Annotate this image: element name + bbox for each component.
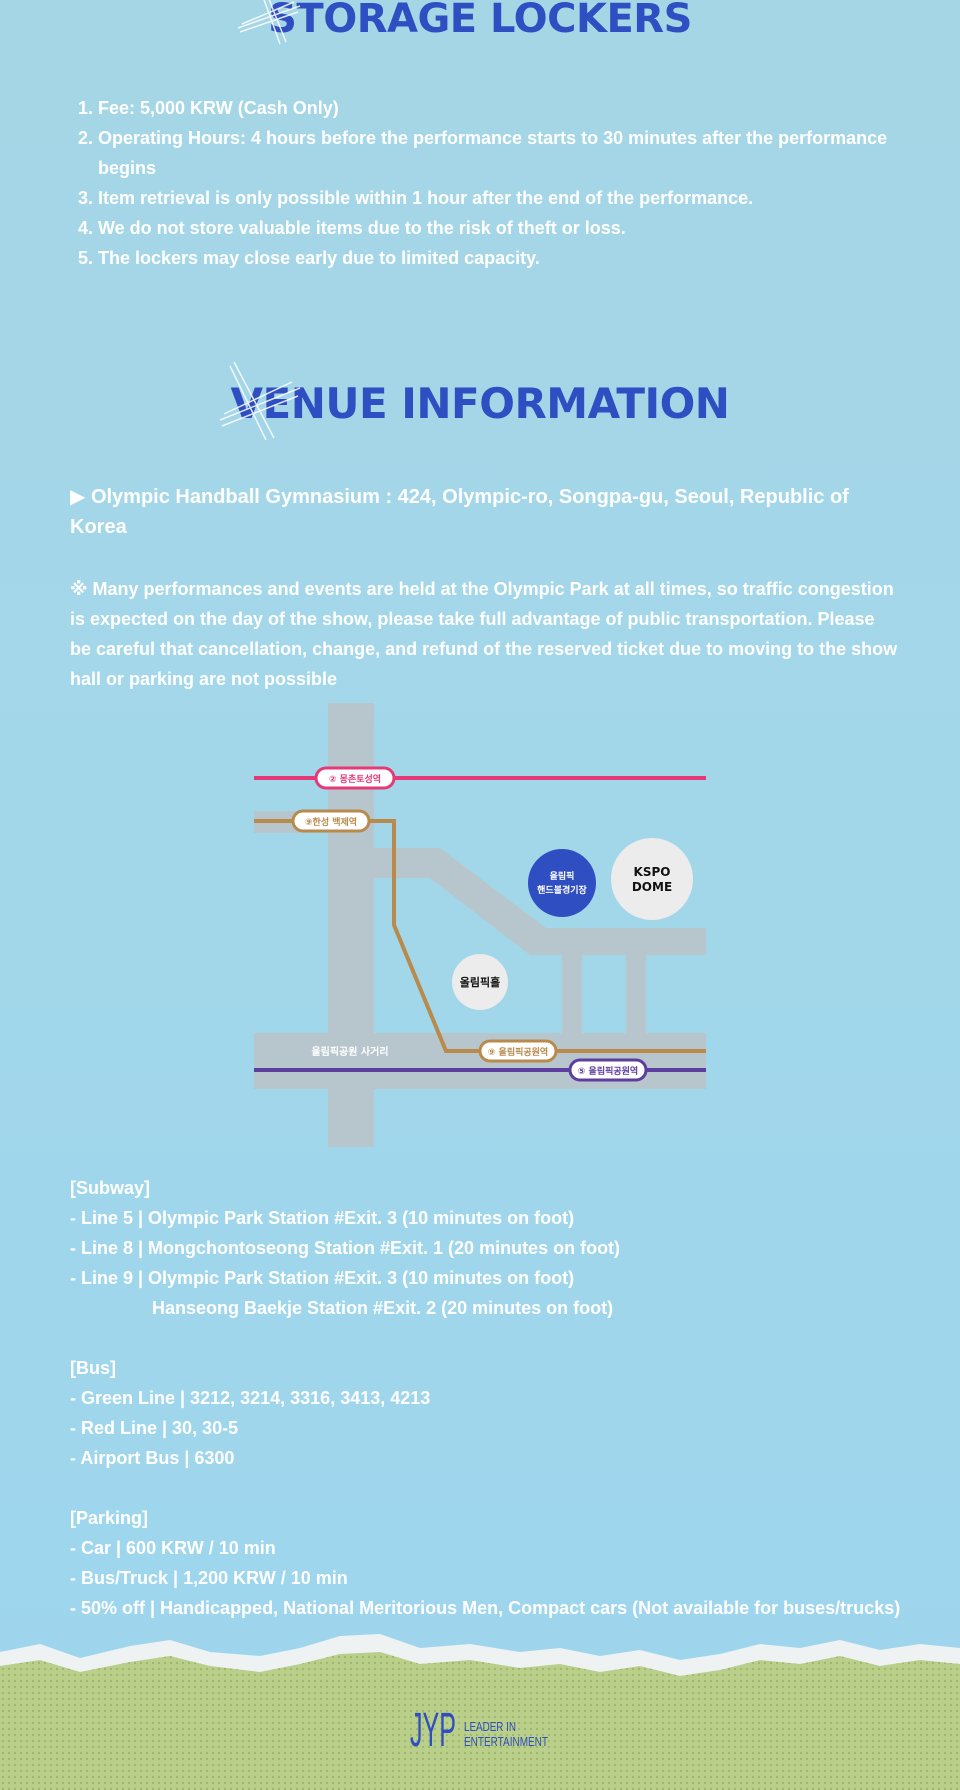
storage-rule: We do not store valuable items due to th… <box>98 213 918 243</box>
bus-section: [Bus] - Green Line | 3212, 3214, 3316, 3… <box>70 1353 930 1473</box>
subway-item: - Line 9 | Olympic Park Station #Exit. 3… <box>70 1268 575 1288</box>
station-label-hanseong: ⑨한성 백제역 <box>305 816 357 828</box>
subway-item-continuation: Hanseong Baekje Station #Exit. 2 (20 min… <box>152 1298 614 1318</box>
handball-label-2: 핸드볼경기장 <box>537 884 587 896</box>
kspo-label-1: KSPO <box>634 865 671 879</box>
venue-address: ▶ Olympic Handball Gymnasium : 424, Olym… <box>70 486 849 538</box>
station-label-olympic5: ⑤ 올림픽공원역 <box>578 1065 638 1077</box>
road-stub-1 <box>562 953 582 1037</box>
sparkle-icon <box>219 361 301 441</box>
storage-rules-list: Fee: 5,000 KRW (Cash Only) Operating Hou… <box>70 93 918 273</box>
station-badge-hanseong <box>291 809 371 833</box>
bus-heading: [Bus] <box>70 1358 116 1378</box>
road-diagonal <box>370 848 706 955</box>
venue-map: ② 몽촌토성역 ⑨한성 백제역 ⑨ 올림픽공원역 ⑤ 올림픽공원역 올림픽공원 … <box>254 703 706 1147</box>
subway-item: - Line 8 | Mongchontoseong Station #Exit… <box>70 1238 621 1258</box>
venue-information-title-text: VENUE INFORMATION <box>230 379 730 428</box>
road-stub-2 <box>626 953 646 1037</box>
handball-label-1: 올림픽 <box>550 870 575 882</box>
traffic-notice: ※ Many performances and events are held … <box>70 579 898 689</box>
bus-item: - Green Line | 3212, 3214, 3316, 3413, 4… <box>70 1388 431 1408</box>
venue-information-title: VENUE INFORMATION <box>0 361 960 441</box>
parking-item: - Car | 600 KRW / 10 min <box>70 1538 276 1558</box>
station-badge-line2 <box>314 766 396 790</box>
bus-item: - Red Line | 30, 30-5 <box>70 1418 239 1438</box>
subway-item: - Line 5 | Olympic Park Station #Exit. 3… <box>70 1208 575 1228</box>
handball-gymnasium-marker <box>528 849 596 917</box>
storage-lockers-title-text: STORAGE LOCKERS <box>268 0 692 42</box>
kspo-label-2: DOME <box>632 880 672 894</box>
olympic-hall-marker <box>452 954 508 1010</box>
subway-heading: [Subway] <box>70 1178 151 1198</box>
jyp-logo-mark: JYP <box>410 1704 456 1757</box>
footer-landscape: JYP LEADER IN ENTERTAINMENT <box>0 1634 960 1790</box>
station-badge-olympic9 <box>478 1039 558 1063</box>
kspo-dome-marker <box>611 838 693 920</box>
storage-rule: Operating Hours: 4 hours before the perf… <box>98 123 918 183</box>
jyp-tagline-2: ENTERTAINMENT <box>464 1734 548 1749</box>
parking-heading: [Parking] <box>70 1508 149 1528</box>
storage-lockers-title: STORAGE LOCKERS <box>0 0 960 45</box>
jyp-tagline-1: LEADER IN <box>464 1719 516 1734</box>
intersection-label: 올림픽공원 사거리 <box>311 1045 388 1058</box>
station-label-olympic9: ⑨ 올림픽공원역 <box>488 1046 548 1058</box>
sparkle-icon <box>237 0 301 45</box>
parking-item: - Bus/Truck | 1,200 KRW / 10 min <box>70 1568 348 1588</box>
storage-rule: Item retrieval is only possible within 1… <box>98 183 918 213</box>
olympic-hall-label: 올림픽홀 <box>460 975 500 989</box>
subway-section: [Subway] - Line 5 | Olympic Park Station… <box>70 1173 930 1323</box>
station-label-line2: ② 몽촌토성역 <box>329 773 381 785</box>
storage-rule: The lockers may close early due to limit… <box>98 243 918 273</box>
parking-section: [Parking] - Car | 600 KRW / 10 min - Bus… <box>70 1503 930 1623</box>
station-badge-olympic5 <box>568 1058 648 1082</box>
parking-item: - 50% off | Handicapped, National Merito… <box>70 1598 901 1618</box>
bus-item: - Airport Bus | 6300 <box>70 1448 235 1468</box>
storage-rule: Fee: 5,000 KRW (Cash Only) <box>98 93 918 123</box>
